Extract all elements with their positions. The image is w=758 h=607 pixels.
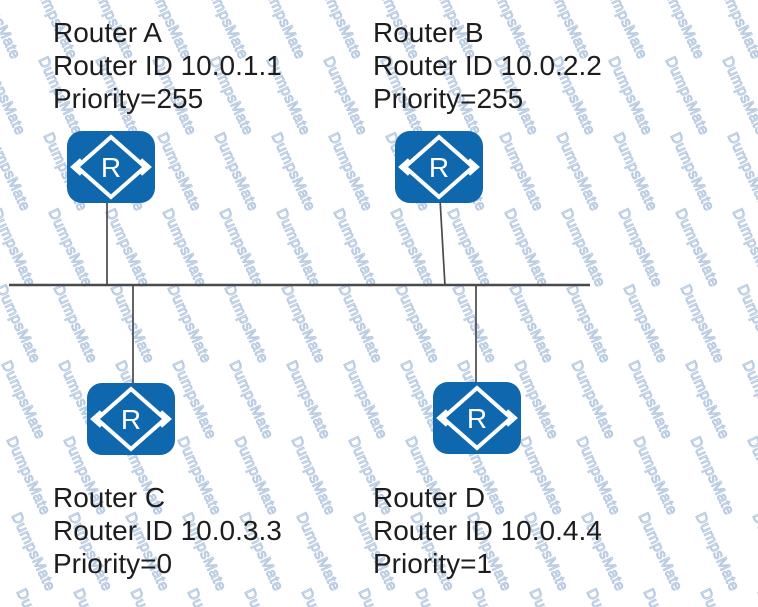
router-priority: Priority=0 <box>53 548 173 579</box>
arrow-right-icon <box>159 410 172 428</box>
router-icon-diamond <box>401 134 477 200</box>
router-b-label: Router B Router ID 10.0.2.2 Priority=255 <box>373 16 602 115</box>
arrow-left-icon <box>90 410 103 428</box>
router-b-icon: R <box>395 131 483 203</box>
router-icon-letter: R <box>101 152 121 183</box>
router-icon-diamond <box>73 134 149 200</box>
router-id: Router ID 10.0.2.2 <box>373 50 602 81</box>
router-b-link-line <box>439 198 446 287</box>
arrow-right-icon <box>505 409 518 427</box>
router-id: Router ID 10.0.1.1 <box>53 50 282 81</box>
router-icon-body <box>67 131 155 203</box>
router-icon-diamond <box>439 385 515 451</box>
router-name: Router D <box>373 482 486 513</box>
router-icon-body <box>395 131 483 203</box>
router-icon-diamond <box>93 386 169 452</box>
router-c-icon: R <box>87 383 175 455</box>
router-priority: Priority=1 <box>373 548 493 579</box>
router-name: Router A <box>53 17 162 48</box>
router-icon-letter: R <box>467 403 487 434</box>
router-d-icon: R <box>433 382 521 454</box>
router-d-label: Router D Router ID 10.0.4.4 Priority=1 <box>373 481 602 580</box>
router-a-icon: R <box>67 131 155 203</box>
arrow-right-icon <box>467 158 480 176</box>
router-id: Router ID 10.0.4.4 <box>373 515 602 546</box>
router-a-label: Router A Router ID 10.0.1.1 Priority=255 <box>53 16 282 115</box>
arrow-left-icon <box>398 158 411 176</box>
arrow-left-icon <box>436 409 449 427</box>
router-name: Router B <box>373 17 484 48</box>
arrow-right-icon <box>139 158 152 176</box>
router-icon-body <box>87 383 175 455</box>
router-c-label: Router C Router ID 10.0.3.3 Priority=0 <box>53 481 282 580</box>
router-icon-letter: R <box>121 404 141 435</box>
router-name: Router C <box>53 482 166 513</box>
router-priority: Priority=255 <box>373 83 524 114</box>
router-priority: Priority=255 <box>53 83 204 114</box>
arrow-left-icon <box>70 158 83 176</box>
router-id: Router ID 10.0.3.3 <box>53 515 282 546</box>
router-icon-body <box>433 382 521 454</box>
router-icon-letter: R <box>429 152 449 183</box>
